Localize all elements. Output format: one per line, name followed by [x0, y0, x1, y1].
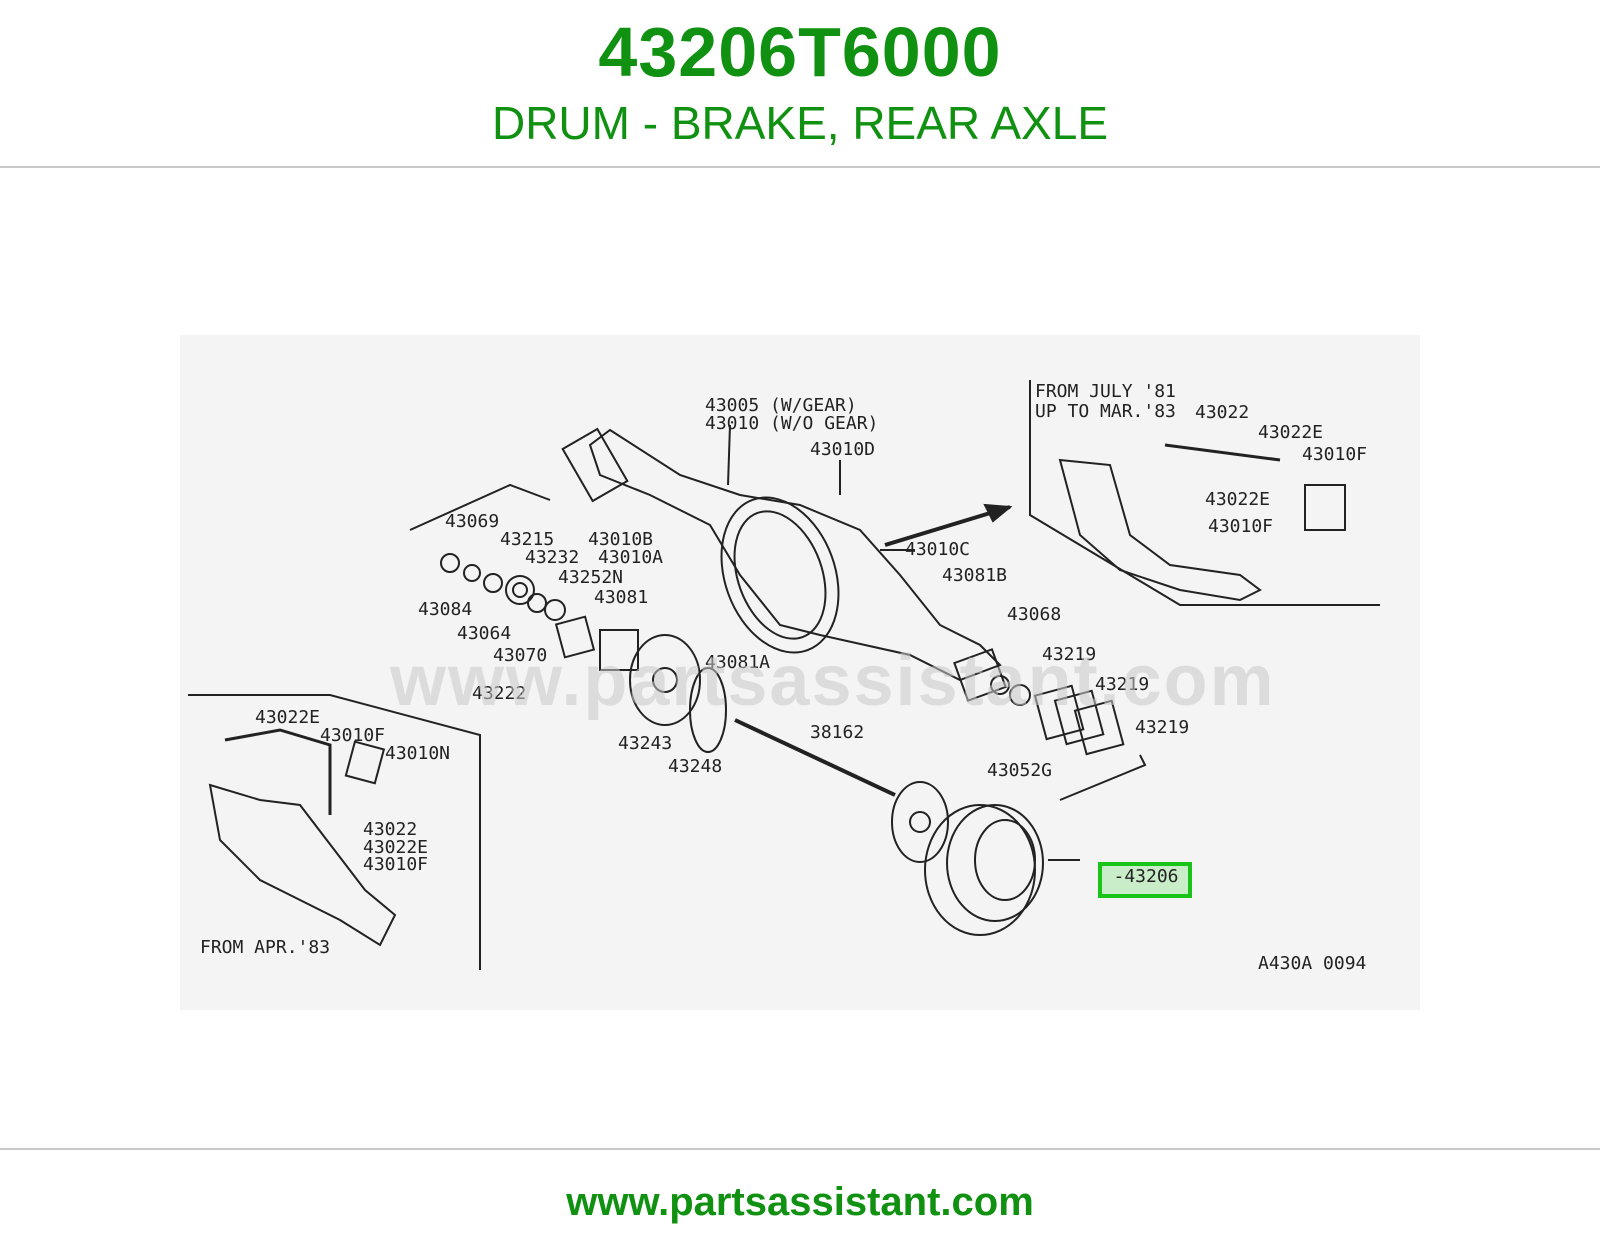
label-43022e-mid: 43022E — [1205, 489, 1270, 510]
label-43010: 43010 (W/O GEAR) — [705, 413, 878, 434]
callout-labels: 43005 (W/GEAR) 43010 (W/O GEAR) 43010D 4… — [200, 381, 1367, 974]
label-43052g: 43052G — [987, 760, 1052, 781]
label-43243: 43243 — [618, 733, 672, 754]
label-43219-c: 43219 — [1135, 717, 1189, 738]
label-43010f-top: 43010F — [1302, 444, 1367, 465]
label-43219-b: 43219 — [1095, 674, 1149, 695]
label-43064: 43064 — [457, 623, 511, 644]
page-header: 43206T6000 DRUM - BRAKE, REAR AXLE — [0, 0, 1600, 170]
label-43219-a: 43219 — [1042, 644, 1096, 665]
parts-diagram: 43005 (W/GEAR) 43010 (W/O GEAR) 43010D 4… — [180, 335, 1420, 1010]
label-43081: 43081 — [594, 587, 648, 608]
label-43022e-left: 43022E — [255, 707, 320, 728]
label-43010f-left-2: 43010F — [363, 854, 428, 875]
label-43248: 43248 — [668, 756, 722, 777]
part-43252n — [554, 615, 596, 659]
diagram-code: A430A 0094 — [1258, 953, 1366, 974]
label-38162: 38162 — [810, 722, 864, 743]
label-43022e-left-2: 43022E — [363, 837, 428, 858]
label-43010b: 43010B — [588, 529, 653, 550]
part-43215-bearing — [505, 575, 535, 605]
label-43222: 43222 — [472, 683, 526, 704]
axle-shaft-38162 — [734, 718, 896, 797]
highlighted-part-box[interactable] — [1098, 862, 1192, 898]
label-43069: 43069 — [445, 511, 499, 532]
header-divider — [0, 166, 1600, 168]
note-from-july: FROM JULY '81 — [1035, 381, 1176, 402]
exploded-axle-diagram: 43005 (W/GEAR) 43010 (W/O GEAR) 43010D 4… — [188, 380, 1380, 974]
label-43010f-mid: 43010F — [1208, 516, 1273, 537]
label-43084: 43084 — [418, 599, 472, 620]
axle-flange — [891, 781, 949, 863]
label-43215: 43215 — [500, 529, 554, 550]
footer-divider — [0, 1148, 1600, 1150]
housing-flange-left — [561, 427, 629, 503]
label-43010a: 43010A — [598, 547, 663, 568]
note-up-to: UP TO MAR.'83 — [1035, 401, 1176, 422]
part-number: 43206T6000 — [598, 13, 1002, 91]
part-43084 — [440, 553, 460, 573]
part-43248 — [689, 667, 727, 753]
axle-housing — [588, 428, 1002, 682]
label-43068: 43068 — [1007, 604, 1061, 625]
label-43022e-top: 43022E — [1258, 422, 1323, 443]
watermark: www.partsassistant.com — [390, 641, 1276, 721]
label-43005: 43005 (W/GEAR) — [705, 395, 857, 416]
part-description: DRUM - BRAKE, REAR AXLE — [491, 97, 1109, 149]
footer-url[interactable]: www.partsassistant.com — [566, 1180, 1034, 1224]
label-43022-left: 43022 — [363, 819, 417, 840]
carrier-flange — [720, 496, 840, 654]
label-43010n: 43010N — [385, 743, 450, 764]
part-43243 — [629, 634, 701, 726]
note-from-apr: FROM APR.'83 — [200, 937, 330, 958]
label-43232: 43232 — [525, 547, 579, 568]
label-43081b: 43081B — [942, 565, 1007, 586]
label-43010f-left: 43010F — [320, 725, 385, 746]
label-43010c: 43010C — [905, 539, 970, 560]
label-43070: 43070 — [493, 645, 547, 666]
housing-flange-right — [953, 648, 1007, 702]
highlighted-part-label: -43206 — [1113, 866, 1179, 887]
label-43081a: 43081A — [705, 652, 770, 673]
label-43252n: 43252N — [558, 567, 623, 588]
label-43022-top: 43022 — [1195, 402, 1249, 423]
label-43010d: 43010D — [810, 439, 875, 460]
